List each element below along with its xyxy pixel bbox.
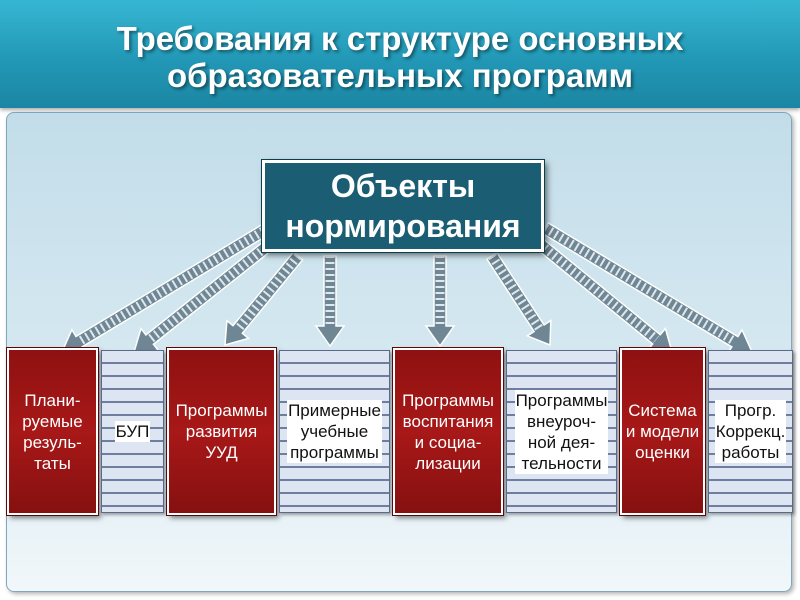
node-uud-programs: Программы развития УУД xyxy=(167,348,276,515)
arrow-stripes xyxy=(234,253,302,333)
arrow-shape xyxy=(424,255,456,348)
center-node-label: Объекты нормирования xyxy=(285,168,521,244)
node-correctional-programs: Прогр. Коррекц. работы xyxy=(708,350,793,513)
node-label: Программы воспитания и социа- лизации xyxy=(402,390,494,473)
node-upbringing-programs: Программы воспитания и социа- лизации xyxy=(393,348,503,515)
node-label: Программы развития УУД xyxy=(175,401,268,462)
node-label: Примерные учебные программы xyxy=(287,400,382,463)
node-assessment-system: Система и модели оценки xyxy=(620,348,705,515)
node-label: Программы внеуроч- ной дея- тельности xyxy=(514,389,609,474)
node-label: БУП xyxy=(114,421,151,442)
center-node: Объекты нормирования xyxy=(262,160,544,252)
arrow-stripes xyxy=(537,240,660,343)
arrow-stripes xyxy=(542,224,738,346)
node-label: Плани- руемые резуль- таты xyxy=(22,390,83,473)
arrow-stripes xyxy=(488,253,543,331)
node-label: Система и модели оценки xyxy=(625,401,700,462)
arrow-5 xyxy=(424,255,456,348)
arrow-shape xyxy=(314,255,346,348)
node-bup: БУП xyxy=(101,350,164,513)
arrow-stripes xyxy=(76,224,271,346)
title-banner: Требования к структуре основных образова… xyxy=(0,0,800,108)
arrow-stripes xyxy=(146,240,273,344)
arrow-8 xyxy=(540,221,754,355)
arrow-shape xyxy=(485,251,552,347)
arrow-4 xyxy=(314,255,346,348)
arrow-6 xyxy=(485,251,552,347)
arrow-7 xyxy=(535,238,674,353)
page-title: Требования к структуре основных образова… xyxy=(116,20,684,94)
node-planned-results: Плани- руемые резуль- таты xyxy=(7,348,98,515)
node-extracurricular-programs: Программы внеуроч- ной дея- тельности xyxy=(506,350,617,513)
node-label: Прогр. Коррекц. работы xyxy=(714,400,787,463)
arrow-3 xyxy=(224,251,304,347)
node-sample-programs: Примерные учебные программы xyxy=(279,350,390,513)
